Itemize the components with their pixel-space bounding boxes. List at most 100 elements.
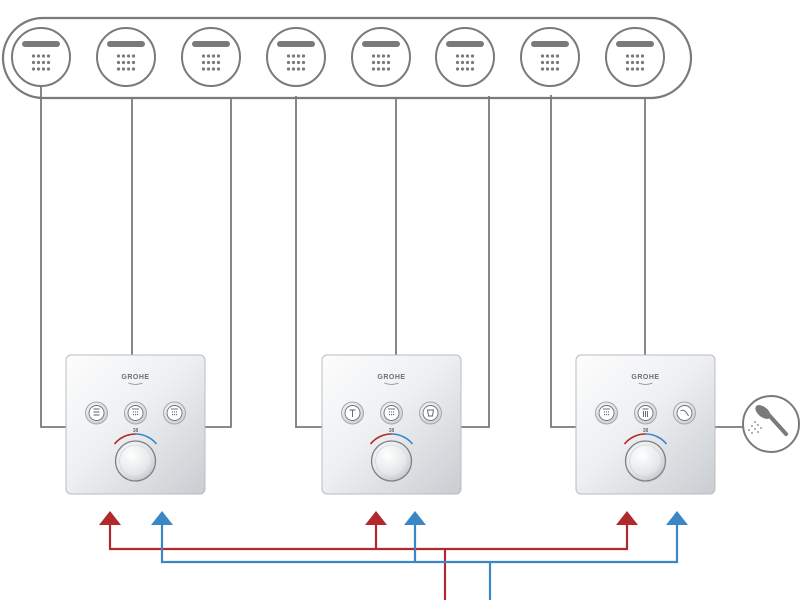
spray-dot [216, 54, 221, 58]
brand-swoosh [638, 382, 653, 385]
knob-inner-ring [375, 444, 408, 478]
temperature-knob[interactable] [114, 440, 157, 482]
spray-dot [455, 60, 460, 65]
function-button-3[interactable] [163, 401, 186, 425]
ceiling-shower-icon [181, 27, 241, 87]
shower-head-outline [266, 27, 326, 87]
spray-dot [381, 60, 386, 65]
spray-dot [211, 60, 216, 65]
icon-stroke [642, 408, 649, 417]
icon-dot [173, 414, 176, 416]
function-button-2[interactable] [124, 401, 147, 425]
button-face[interactable] [598, 405, 615, 421]
hand-shower-outline [742, 395, 800, 453]
spray-dot [376, 60, 381, 65]
brand-swoosh [128, 382, 143, 385]
button-face[interactable] [422, 405, 439, 421]
spray-dot [296, 60, 301, 65]
waterfall-shower-icon [642, 408, 649, 417]
ceiling-shower-icon [96, 27, 156, 87]
spray-dot [301, 60, 306, 65]
knob-inner-ring [119, 444, 152, 478]
spray-dot [635, 60, 640, 65]
spray-dot [455, 54, 460, 58]
pipe-line [295, 96, 322, 428]
function-button-1[interactable] [341, 401, 364, 425]
shower-head-bar [616, 41, 654, 47]
spray-dot [286, 54, 291, 58]
spray-dot [116, 67, 121, 71]
spray-dot [376, 54, 381, 58]
spray-dot [31, 67, 36, 71]
spray-dot [545, 67, 550, 71]
spray-dot [41, 54, 46, 58]
rain-shower-icon [603, 408, 610, 416]
icon-dot [171, 414, 174, 416]
cold-inlet-arrow [666, 511, 688, 525]
shower-head-outline [520, 27, 580, 87]
spray-dot [465, 60, 470, 65]
function-button-3[interactable] [673, 401, 696, 425]
shower-head-outline [435, 27, 495, 87]
button-face[interactable] [676, 405, 693, 421]
function-button-2[interactable] [380, 401, 403, 425]
brand-swoosh [384, 382, 399, 385]
rain-shower-icon [388, 408, 395, 416]
function-button-3[interactable] [419, 401, 442, 425]
spray-dot [201, 60, 206, 65]
temp-scale-hot [369, 433, 392, 445]
icon-stroke [426, 409, 435, 417]
temp-scale-cold [135, 433, 158, 445]
spray-drop [760, 427, 762, 429]
spray-dot [296, 54, 301, 58]
spray-dot [301, 54, 306, 58]
temp-scale-cold [645, 433, 668, 445]
shower-head-bar [192, 41, 230, 47]
body-spray-icon [93, 408, 100, 416]
spray-dot [291, 54, 296, 58]
spray-dot [371, 54, 376, 58]
cup-fill-icon [426, 409, 435, 417]
distribution-pipes [40, 86, 743, 428]
spray-dot [550, 60, 555, 65]
cold-inlet-arrow [404, 511, 426, 525]
function-button-1[interactable] [85, 401, 108, 425]
spray-dot [121, 67, 126, 71]
spray-dot [371, 60, 376, 65]
button-face[interactable] [166, 405, 183, 421]
shower-head-bar [446, 41, 484, 47]
icon-dot [390, 411, 393, 413]
icon-stroke [680, 409, 689, 417]
function-button-1[interactable] [595, 401, 618, 425]
brand-logo: GROHE [631, 374, 659, 381]
spray-dot [455, 67, 460, 71]
button-face[interactable] [127, 405, 144, 421]
icon-dot [603, 411, 606, 413]
temperature-knob[interactable] [370, 440, 413, 482]
cold-supply-line [160, 525, 679, 600]
temperature-knob[interactable] [624, 440, 667, 482]
spray-drop [757, 424, 759, 426]
button-face[interactable] [88, 405, 105, 421]
spray-dot [540, 54, 545, 58]
spray-dot [386, 60, 391, 65]
spray-dot [126, 54, 131, 58]
spray-dot [131, 60, 136, 65]
function-button-2[interactable] [634, 401, 657, 425]
ceiling-shower-icon [435, 27, 495, 87]
hot-inlet-arrow [365, 511, 387, 525]
hot-inlet-arrow [616, 511, 638, 525]
spray-dot [381, 67, 386, 71]
rain-shower-icon [171, 408, 178, 416]
icon-dot [390, 414, 393, 416]
cold-inlet-arrow [151, 511, 173, 525]
spray-dot [131, 67, 136, 71]
spray-dot [211, 67, 216, 71]
button-face[interactable] [383, 405, 400, 421]
hand-shower-handle [766, 412, 788, 436]
spray-dot [131, 54, 136, 58]
spray-dot [640, 60, 645, 65]
spray-drop [754, 421, 756, 423]
